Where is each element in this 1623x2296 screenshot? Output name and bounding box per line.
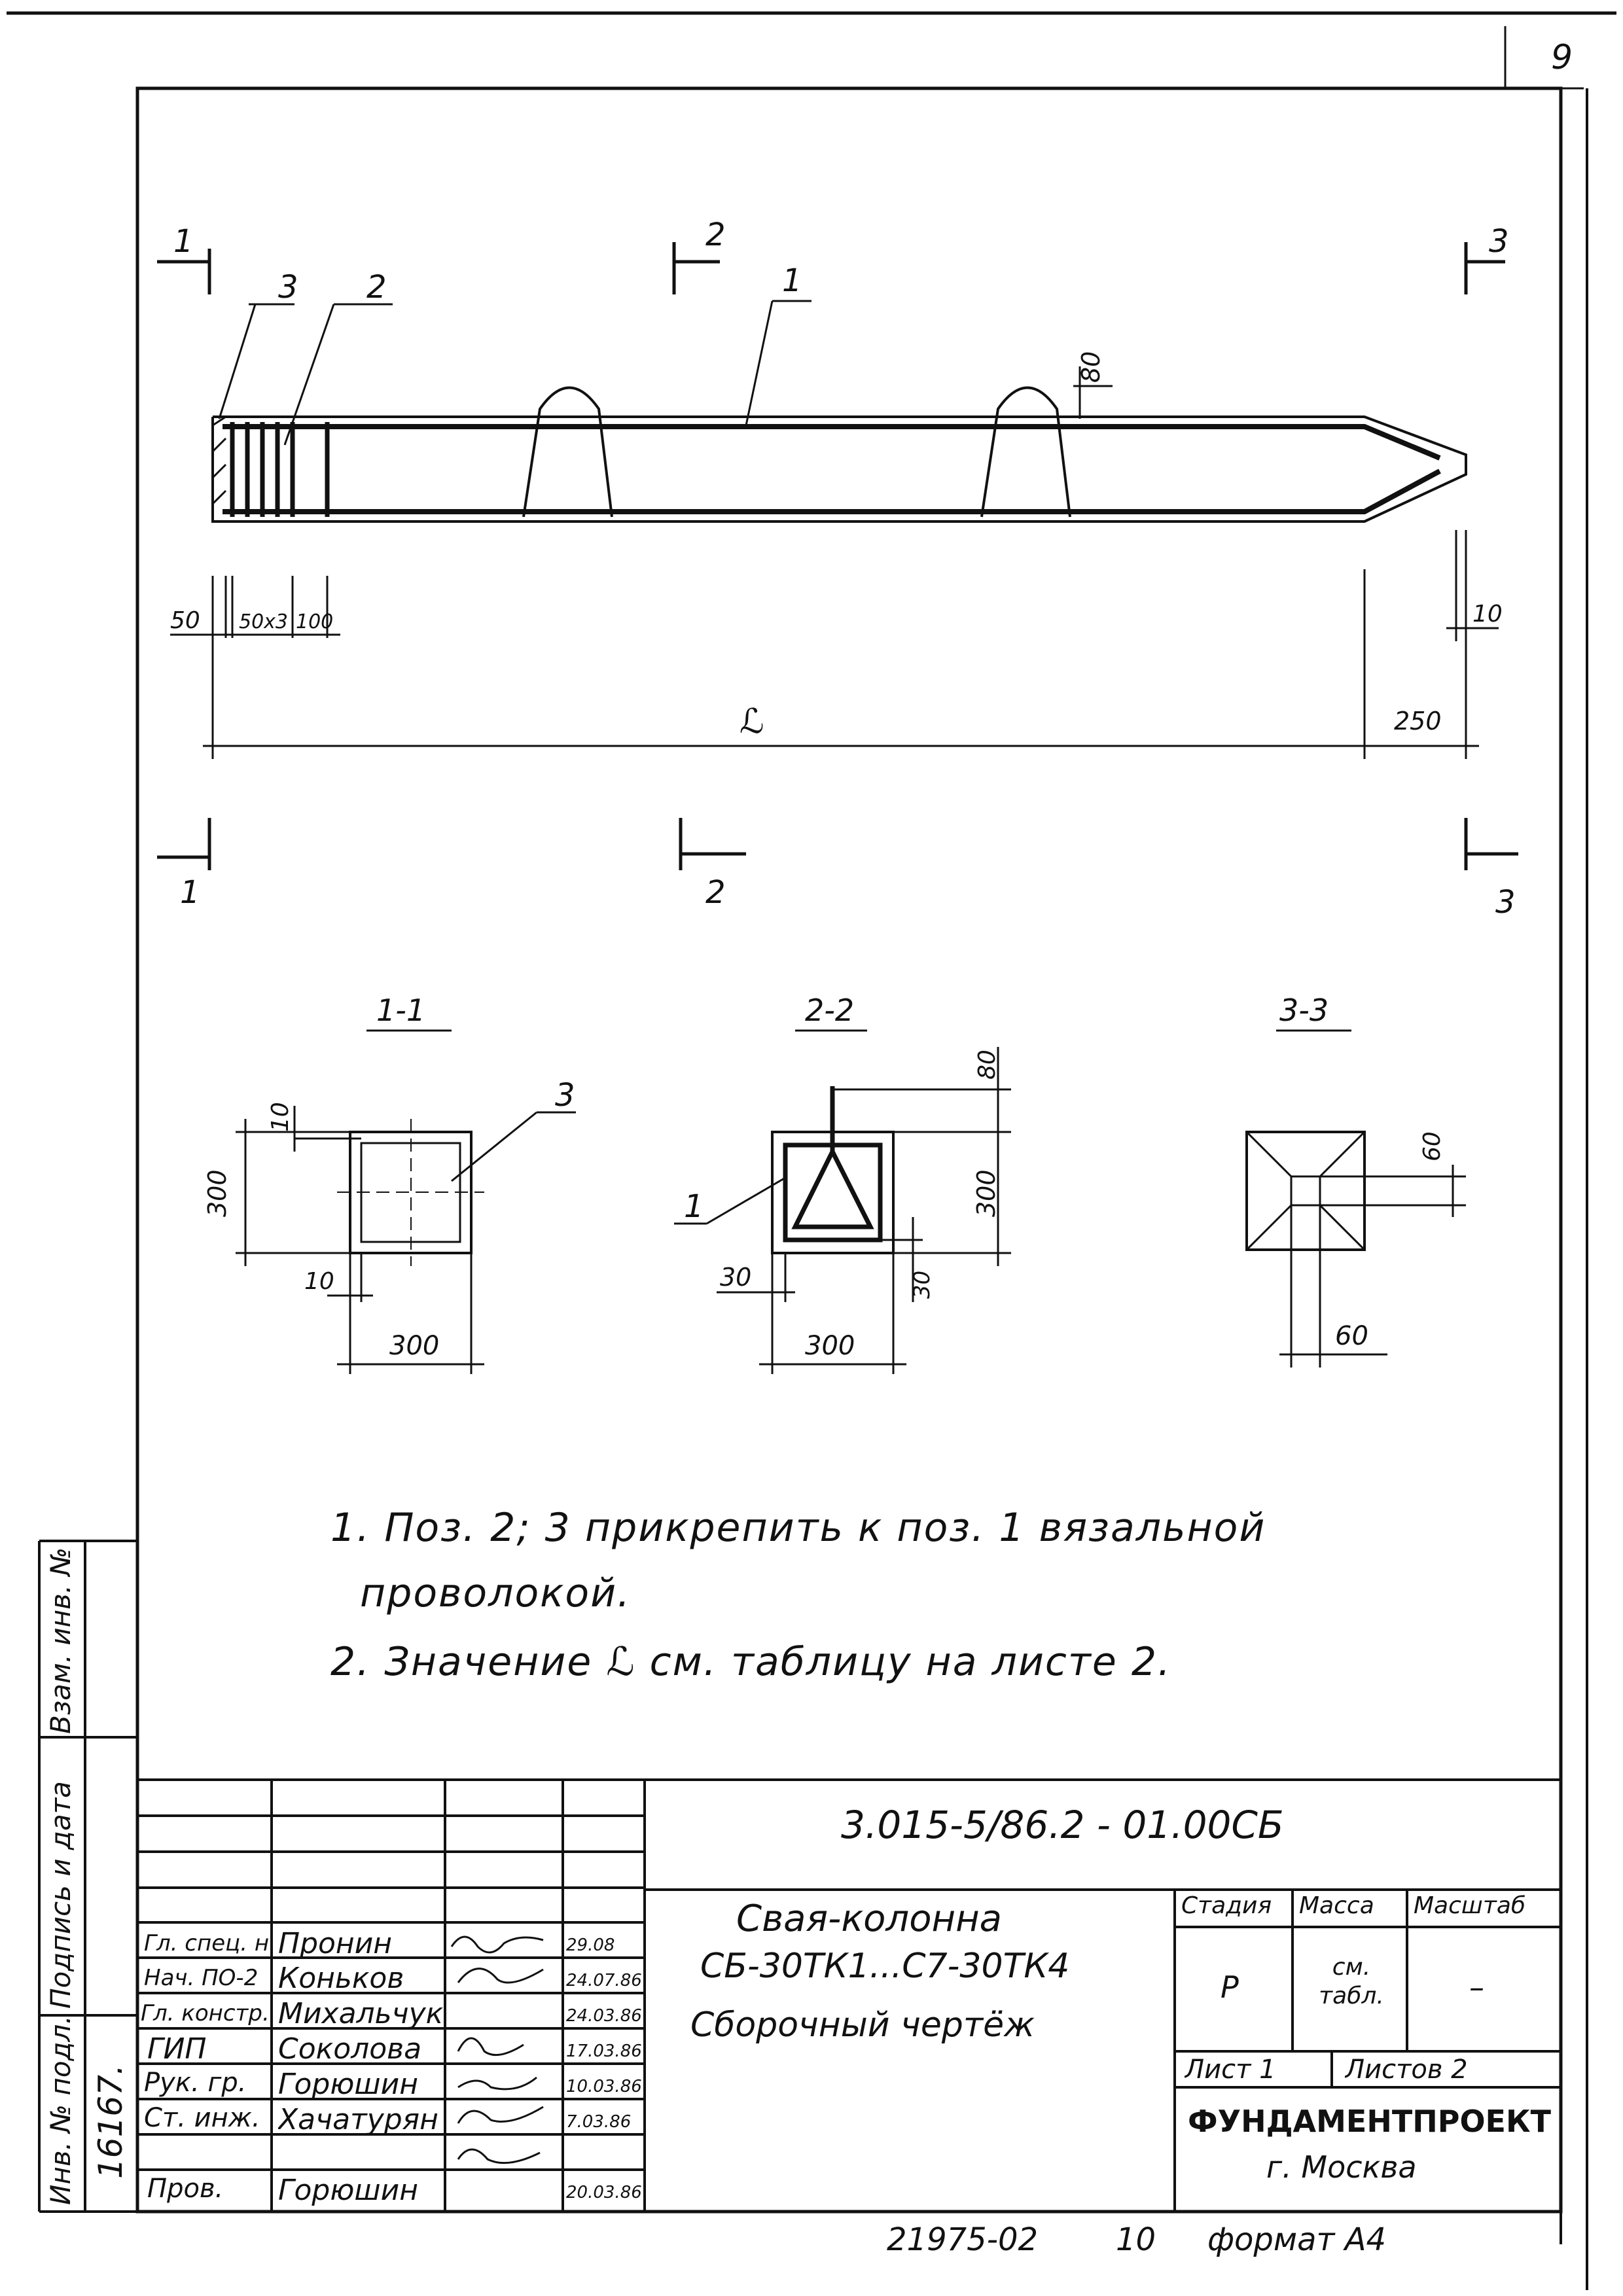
- section-3-title: 3-3: [1279, 993, 1329, 1028]
- mark-1-bottom: 1: [180, 874, 200, 911]
- note-1: 1. Поз. 2; 3 прикрепить к поз. 1 вязальн…: [330, 1505, 1266, 1551]
- note-2: 2. Значение ℒ см. таблицу на листе 2.: [330, 1639, 1172, 1685]
- date-row-1: 29.08: [566, 1935, 615, 1955]
- date-row-4: 17.03.86: [566, 2041, 642, 2061]
- name-row-4: Соколова: [278, 2032, 422, 2066]
- role-row-3: Гл. констр.: [141, 2000, 270, 2026]
- name-row-3: Михальчук: [278, 1997, 444, 2030]
- side-stamp-podpis: Подпись и дата: [45, 1781, 77, 2009]
- header-stage: Стадия: [1181, 1892, 1272, 1919]
- s2-dim-80: 80: [974, 1050, 1001, 1080]
- role-row-6: Ст. инж.: [144, 2103, 260, 2133]
- mass-value: см. табл.: [1319, 1954, 1384, 2009]
- s2-dim-30-right: 30: [909, 1271, 935, 1299]
- organization-name: ФУНДАМЕНТПРОЕКТ: [1188, 2104, 1551, 2139]
- s2-dim-30-left: 30: [720, 1263, 751, 1292]
- role-row-7: Пров.: [147, 2174, 224, 2204]
- role-row-5: Рук. гр.: [144, 2068, 247, 2098]
- designation-code: 3.015-5/86.2 - 01.00СБ: [841, 1803, 1284, 1847]
- s2-dim-300-v: 300: [972, 1169, 1001, 1217]
- callout-leaders: [218, 300, 812, 446]
- dim-L: ℒ: [740, 702, 764, 741]
- name-row-7: Горюшин: [278, 2174, 419, 2207]
- date-row-2: 24.07.86: [566, 1971, 642, 1990]
- section-2-2: [674, 1029, 1011, 1374]
- role-row-2: Нач. ПО-2: [144, 1965, 259, 1991]
- sheet-value: Лист 1: [1185, 2055, 1276, 2085]
- section-3-3: [1245, 1029, 1466, 1368]
- name-row-2: Коньков: [278, 1962, 404, 1995]
- drawing-name-line1: Свая-колонна: [736, 1898, 1002, 1940]
- drawing-name-line2: СБ-30ТК1...С7-30ТК4: [700, 1947, 1070, 1986]
- side-stamp-inv: Инв. № подл.: [45, 2015, 77, 2205]
- side-stamp-grid: [38, 1540, 137, 2213]
- name-row-5: Горюшин: [278, 2068, 419, 2101]
- date-row-6: 7.03.86: [566, 2112, 632, 2132]
- dim-10: 10: [1472, 601, 1503, 627]
- scale-value: –: [1469, 1969, 1484, 2005]
- side-stamp-vzam: Взам. инв. №: [45, 1547, 77, 1734]
- drawing-name-line3: Сборочный чертёж: [690, 2005, 1035, 2045]
- role-row-4: ГИП: [147, 2032, 207, 2066]
- mark-3-bottom: 3: [1495, 884, 1516, 921]
- section-1-1: [236, 1029, 576, 1374]
- date-row-7: 20.03.86: [566, 2183, 642, 2202]
- header-scale: Масштаб: [1414, 1892, 1526, 1919]
- section-2-title: 2-2: [805, 993, 854, 1028]
- date-row-5: 10.03.86: [566, 2077, 642, 2096]
- s1-callout-3: 3: [555, 1077, 575, 1114]
- note-1-continued: проволокой.: [360, 1570, 632, 1616]
- s1-dim-300-h: 300: [389, 1331, 439, 1361]
- sheets-value: Листов 2: [1345, 2055, 1468, 2085]
- signature-scribbles: [450, 1935, 544, 2164]
- page-number: 10: [1116, 2221, 1156, 2258]
- dim-50x3: 50x3: [239, 610, 288, 633]
- s3-dim-60-h: 60: [1335, 1321, 1368, 1351]
- role-row-1: Гл. спец. н.к.: [144, 1930, 268, 1956]
- mark-2-bottom: 2: [705, 874, 726, 911]
- elevation-dimensions: [170, 366, 1499, 759]
- section-1-title: 1-1: [376, 993, 425, 1028]
- sheet-border: [7, 11, 1616, 2290]
- mark-2-top: 2: [705, 217, 726, 253]
- s1-dim-300-v: 300: [203, 1169, 232, 1217]
- name-row-1: Пронин: [278, 1927, 393, 1960]
- section-cut-marks: [157, 242, 1518, 870]
- organization-city: г. Москва: [1266, 2149, 1417, 2185]
- date-row-3: 24.03.86: [566, 2006, 642, 2026]
- s2-dim-300-h: 300: [805, 1331, 855, 1361]
- stage-value: Р: [1221, 1969, 1239, 2005]
- name-row-6: Хачатурян: [278, 2103, 438, 2136]
- dim-250: 250: [1394, 707, 1442, 735]
- pile-elevation: [211, 386, 1467, 523]
- dim-80-top: 80: [1077, 351, 1105, 383]
- s2-callout-1: 1: [684, 1188, 704, 1225]
- side-stamp-inv-value: 16167.: [92, 2064, 130, 2179]
- callout-3: 3: [278, 269, 298, 306]
- sheet-number: 9: [1551, 38, 1573, 77]
- s1-dim-10-top: 10: [267, 1102, 294, 1132]
- mark-1-top: 1: [173, 223, 194, 260]
- paper-format: формат А4: [1207, 2221, 1387, 2258]
- s3-dim-60-v: 60: [1419, 1131, 1446, 1161]
- callout-2: 2: [366, 269, 387, 306]
- dim-50: 50: [170, 607, 200, 634]
- callout-1: 1: [782, 262, 802, 299]
- dim-100: 100: [296, 610, 333, 633]
- archive-number: 21975-02: [887, 2221, 1039, 2258]
- header-mass: Масса: [1299, 1892, 1374, 1919]
- mark-3-top: 3: [1489, 223, 1509, 260]
- title-block-grid: [137, 1778, 1561, 2212]
- s1-dim-10-bottom: 10: [304, 1268, 334, 1295]
